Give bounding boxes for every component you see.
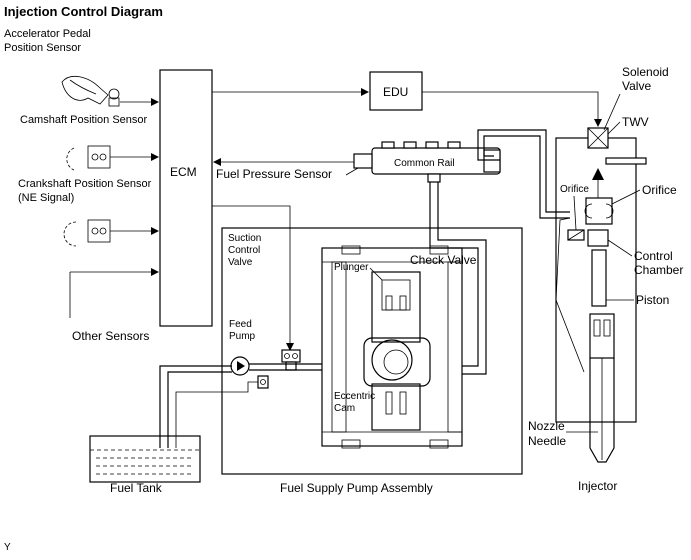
control-chamber-label-line1: Control: [634, 249, 673, 263]
ne-signal-label: (NE Signal): [18, 192, 74, 204]
rail-to-pump-pipe-outer: [429, 182, 479, 367]
fuel-tank-label: Fuel Tank: [110, 481, 163, 495]
common-rail-label: Common Rail: [394, 158, 455, 169]
solenoid-label-line1: Solenoid: [622, 65, 669, 79]
accelerator-label-line2: Position Sensor: [4, 42, 81, 54]
check-valve-label: Check Valve: [410, 253, 477, 267]
control-chamber-leader: [607, 239, 633, 257]
eccentric-cam: [363, 337, 431, 431]
eccentric-label-line1: Eccentric: [334, 391, 375, 402]
crankshaft-sensor-icon: [63, 219, 111, 247]
suction-label-line2: Control: [228, 245, 260, 256]
ecm-to-scv-line: [212, 205, 294, 351]
injector-label: Injector: [578, 479, 617, 493]
rail-to-pump-pipe-inner: [437, 182, 487, 375]
feed-pump-icon: [230, 356, 250, 376]
edu-to-twv-line: [422, 91, 602, 127]
suction-control-valve: [281, 349, 301, 371]
supply-pump-frame: [221, 227, 523, 475]
other-sensors-label: Other Sensors: [72, 329, 149, 343]
rail-to-injector-pipe-outer: [477, 129, 570, 213]
feed-pump-label-line1: Feed: [229, 319, 252, 330]
feed-pump-check-valve: [257, 375, 269, 389]
fuel-tank: [89, 435, 201, 483]
common-rail: [353, 141, 501, 183]
feed-pump-label-line2: Pump: [229, 331, 256, 342]
twv-label: TWV: [622, 115, 649, 129]
orifice-leader: [611, 189, 641, 205]
ecm-box: [159, 69, 213, 327]
tank-suction-pipe-outer: [159, 365, 232, 448]
camshaft-sensor-icon: [66, 145, 111, 171]
tank-suction-pipe-inner: [167, 371, 232, 448]
edu-box: [369, 71, 423, 111]
plunger-leader: [369, 267, 383, 281]
orifice-small-label: Orifice: [560, 184, 589, 195]
solenoid-label-line2: Valve: [622, 79, 651, 93]
eccentric-label-line2: Cam: [334, 403, 355, 414]
plunger-label: Plunger: [334, 262, 369, 273]
solenoid-leader: [603, 93, 621, 131]
fuel-pressure-leader: [345, 167, 359, 176]
ecm-label: ECM: [170, 165, 197, 179]
injector-body: [555, 127, 647, 463]
accelerator-label-line1: Accelerator Pedal: [4, 28, 91, 40]
orifice-small-leader: [573, 195, 577, 231]
control-chamber-label-line2: Chamber: [634, 263, 683, 277]
edu-label: EDU: [383, 85, 408, 99]
suction-label-line3: Valve: [228, 257, 253, 268]
corner-mark: Y: [4, 542, 11, 553]
nozzle-needle-label-line2: Needle: [528, 434, 566, 448]
plunger-assembly: [371, 271, 421, 343]
rail-to-injector-pipe-inner: [483, 135, 570, 219]
diagram-title: Injection Control Diagram: [4, 4, 163, 19]
return-pipe: [175, 381, 258, 448]
fuel-pressure-sensor-label: Fuel Pressure Sensor: [216, 167, 332, 181]
piston-label: Piston: [636, 293, 669, 307]
pump-housing: [321, 245, 463, 449]
supply-pump-label: Fuel Supply Pump Assembly: [280, 481, 433, 495]
accelerator-pedal-icon: [61, 75, 120, 107]
twv-leader: [607, 121, 621, 135]
orifice-label: Orifice: [642, 183, 677, 197]
suction-label-line1: Suction: [228, 233, 261, 244]
nozzle-needle-label-line1: Nozzle: [528, 419, 565, 433]
crankshaft-label: Crankshaft Position Sensor: [18, 178, 152, 190]
camshaft-label: Camshaft Position Sensor: [20, 114, 148, 126]
